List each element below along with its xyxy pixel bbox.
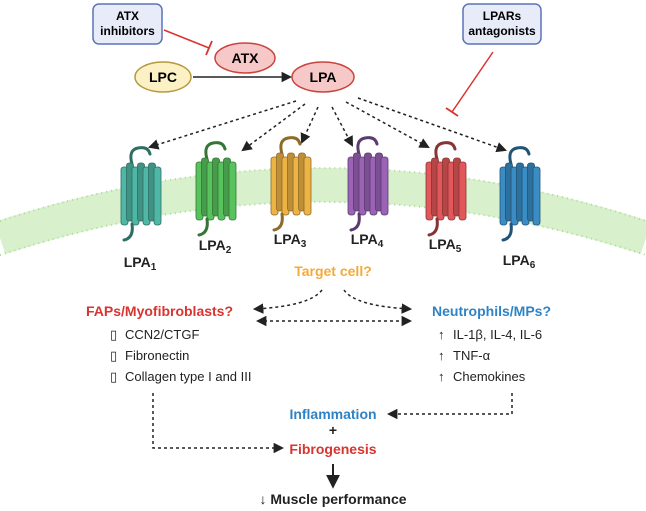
faps-item: CCN2/CTGF: [125, 327, 199, 342]
arrow-to-lpa2: [241, 103, 306, 152]
transmembrane-helix: [532, 166, 541, 226]
transmembrane-helix: [228, 161, 237, 221]
neutrophils-item-marker: ↑: [438, 348, 445, 363]
receptor-lpa6: LPA6: [499, 146, 541, 271]
atx-inhibitors-box: ATX inhibitors: [92, 3, 163, 45]
arrow-to-lpa1: [147, 100, 297, 150]
arrow-to-lpa3: [300, 106, 319, 144]
outcome-connectors: [152, 393, 513, 454]
receptor-n-terminus: [434, 141, 457, 161]
receptor-n-terminus: [279, 136, 302, 156]
receptor-label-lpa4: LPA4: [351, 231, 384, 250]
neutrophils-item-marker: ↑: [438, 369, 445, 384]
neutrophils-item: IL-1β, IL-4, IL-6: [453, 327, 542, 342]
lpar-antagonists-line2: antagonists: [468, 24, 536, 38]
lpar-antagonists-line1: LPARs: [483, 9, 522, 23]
lpc-label: LPC: [149, 69, 177, 85]
faps-title: FAPs/Myofibroblasts?: [86, 303, 233, 319]
neutrophils-item: Chemokines: [453, 369, 526, 384]
plus-sign: +: [329, 422, 337, 438]
receptor-lpa4: LPA4: [347, 136, 389, 250]
transmembrane-helix: [153, 166, 162, 226]
faps-panel: FAPs/Myofibroblasts? ▯ CCN2/CTGF ▯ Fibro…: [86, 303, 251, 384]
lpar-inhibition-line: [445, 51, 494, 117]
receptor-label-lpa3: LPA3: [274, 231, 307, 250]
neutrophils-title: Neutrophils/MPs?: [432, 303, 551, 319]
faps-item: Collagen type I and III: [125, 369, 251, 384]
lpc-node: LPC: [134, 61, 192, 93]
receptor-c-terminus: [501, 222, 513, 242]
arrow-to-lpa4: [331, 106, 353, 147]
atx-inhibitors-line1: ATX: [116, 9, 139, 23]
arrow-to-neutrophils: [343, 289, 413, 314]
receptor-n-terminus: [204, 141, 227, 161]
lpar-antagonists-box: LPARs antagonists: [462, 3, 542, 45]
atx-inhibition-line: [163, 29, 213, 56]
neutrophils-item: TNF-α: [453, 348, 491, 363]
lpa-to-receptor-arrows: [147, 97, 507, 153]
receptor-lpa2: LPA2: [195, 141, 237, 256]
cell-membrane: [0, 167, 646, 256]
receptor-lpa5: LPA5: [425, 141, 467, 255]
target-cell-label: Target cell?: [294, 263, 372, 279]
muscle-performance-label: ↓ Muscle performance: [259, 491, 406, 507]
transmembrane-helix: [458, 161, 467, 221]
receptor-c-terminus: [349, 212, 361, 232]
receptor-lpa3: LPA3: [270, 136, 312, 250]
neutrophils-item-marker: ↑: [438, 327, 445, 342]
inflammation-label: Inflammation: [289, 406, 376, 422]
arrow-to-lpa6: [357, 97, 507, 153]
receptor-n-terminus: [129, 146, 152, 166]
receptor-label-lpa2: LPA2: [199, 237, 232, 256]
receptor-c-terminus: [427, 217, 439, 237]
receptor-label-lpa1: LPA1: [124, 254, 157, 273]
receptor-c-terminus: [272, 212, 284, 232]
atx-node: ATX: [214, 42, 276, 74]
target-cell-arrows: [252, 289, 413, 327]
faps-item-marker: ▯: [110, 348, 117, 363]
receptor-lpa1: LPA1: [120, 146, 162, 273]
atx-label: ATX: [232, 50, 260, 66]
lpa-label: LPA: [310, 69, 337, 85]
arrow-to-faps: [252, 289, 323, 314]
faps-to-fibrogenesis-arrow: [152, 393, 285, 454]
atx-inhibitors-line2: inhibitors: [100, 24, 155, 38]
lpa-node: LPA: [291, 61, 355, 93]
faps-item-marker: ▯: [110, 369, 117, 384]
faps-item-marker: ▯: [110, 327, 117, 342]
receptor-n-terminus: [356, 136, 379, 156]
faps-item: Fibronectin: [125, 348, 189, 363]
receptor-n-terminus: [508, 146, 531, 166]
neutrophils-to-inflammation-arrow: [386, 393, 513, 420]
transmembrane-helix: [380, 156, 389, 216]
neutrophils-panel: Neutrophils/MPs? ↑ IL-1β, IL-4, IL-6 ↑ T…: [432, 303, 551, 384]
fibrogenesis-label: Fibrogenesis: [289, 441, 376, 457]
receptor-c-terminus: [122, 222, 134, 242]
receptor-label-lpa6: LPA6: [503, 252, 536, 271]
receptor-label-lpa5: LPA5: [429, 236, 462, 255]
transmembrane-helix: [303, 156, 312, 216]
receptor-c-terminus: [197, 217, 209, 237]
